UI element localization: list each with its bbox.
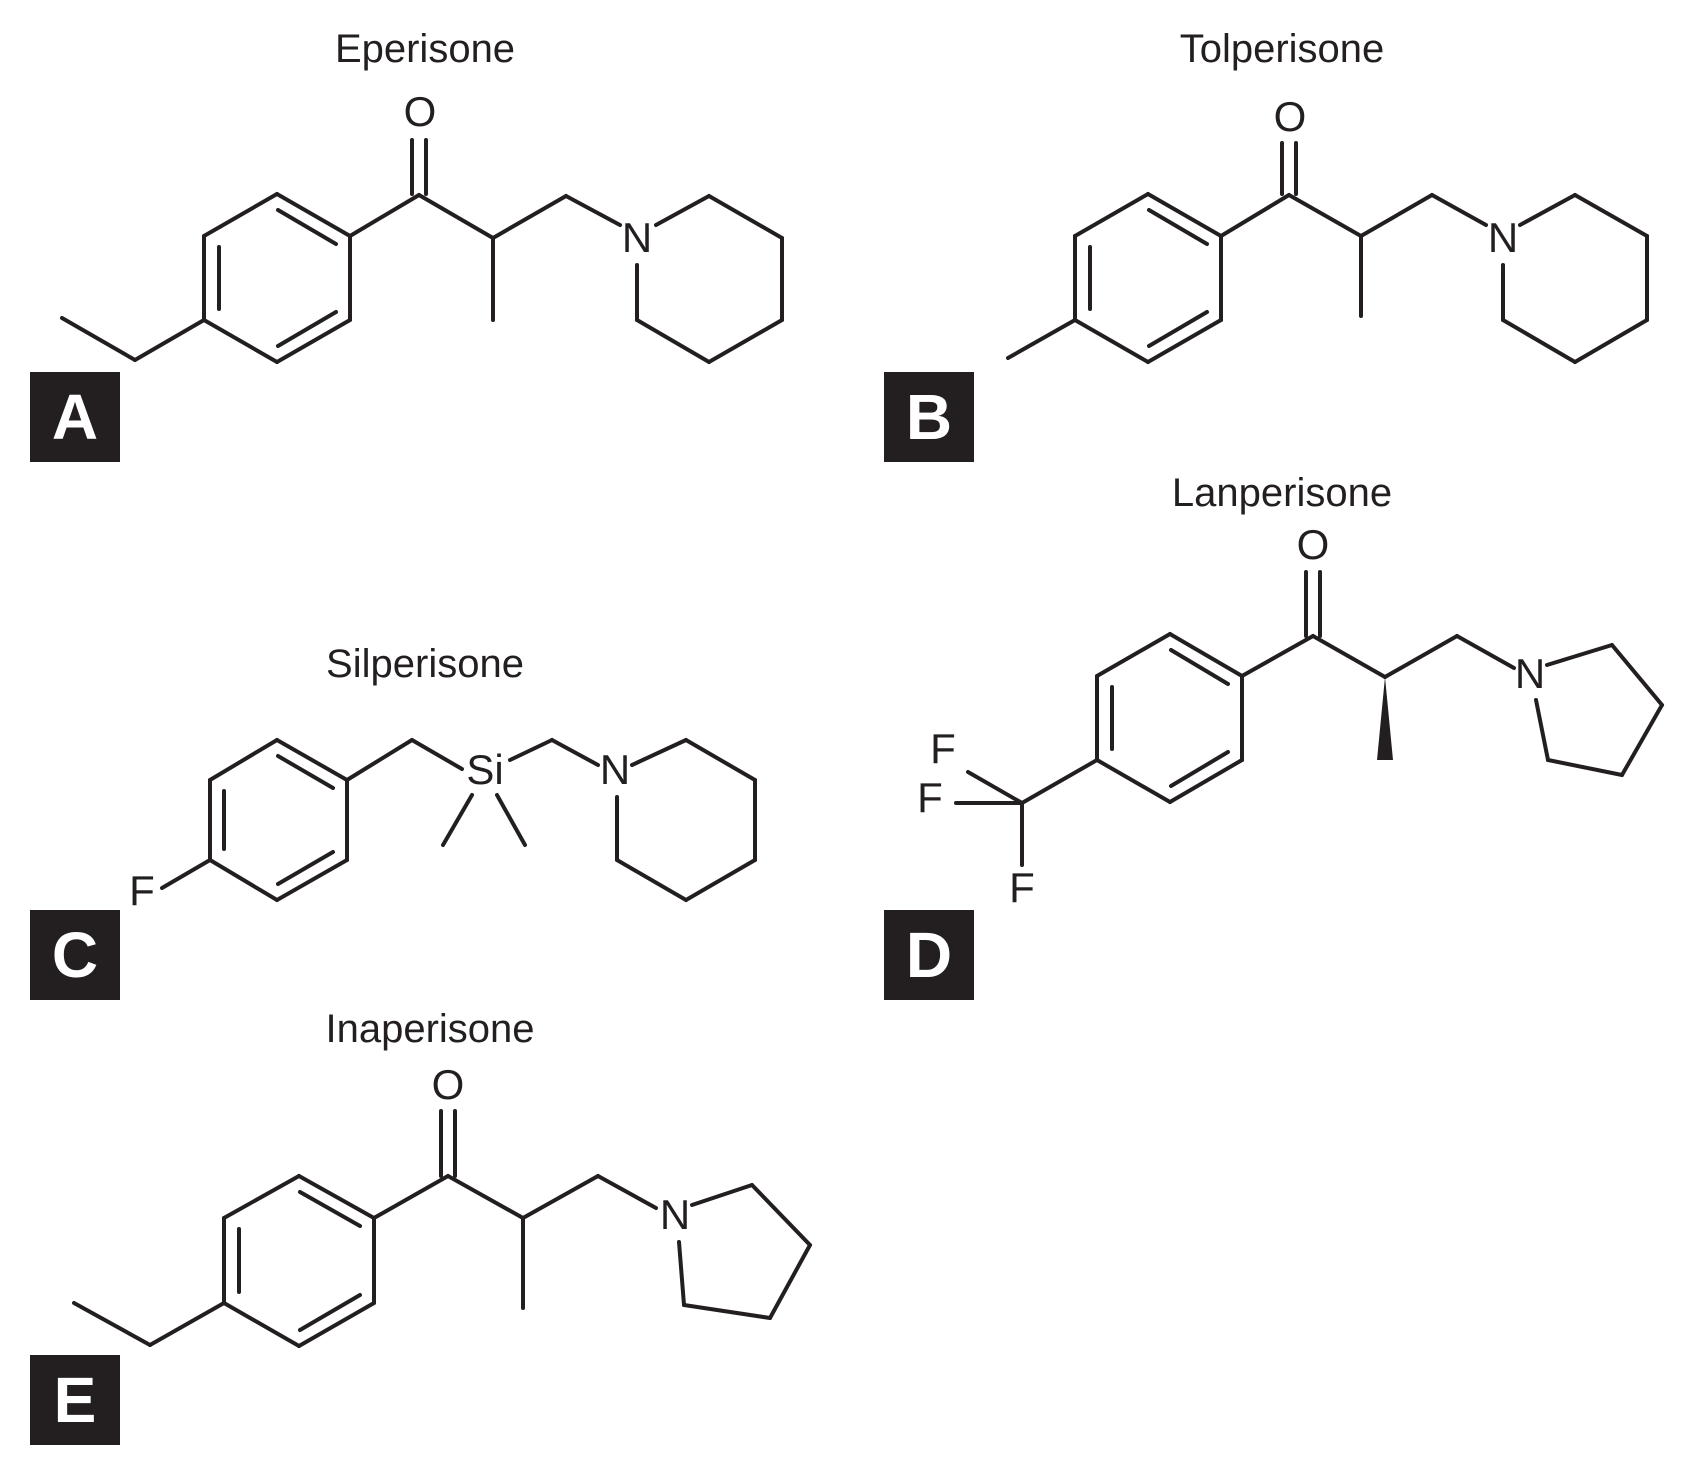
- panel-e-inaperisone: Inaperisone O N: [30, 1007, 812, 1445]
- bonds-silperisone: [160, 738, 757, 902]
- atom-oxygen: O: [1297, 521, 1330, 568]
- panel-c-silperisone: Silperisone Si N F: [30, 642, 757, 1000]
- bonds-tolperisone: [1006, 141, 1649, 364]
- atom-fluorine: F: [917, 774, 943, 821]
- atom-nitrogen: N: [1488, 214, 1518, 261]
- atom-nitrogen: N: [660, 1191, 690, 1238]
- panel-label-e-box: [30, 1355, 120, 1445]
- atom-oxygen: O: [432, 1061, 465, 1108]
- compound-name-silperisone: Silperisone: [326, 642, 524, 686]
- atom-fluorine: F: [1009, 864, 1035, 911]
- atom-nitrogen: N: [622, 214, 652, 261]
- atom-oxygen: O: [1274, 93, 1307, 140]
- atom-fluorine: F: [930, 725, 956, 772]
- compound-name-tolperisone: Tolperisone: [1180, 27, 1385, 71]
- panel-label-a-box: [30, 372, 120, 462]
- panel-label-e: E: [54, 1364, 97, 1436]
- atom-nitrogen: N: [600, 746, 630, 793]
- atom-silicon: Si: [466, 746, 503, 793]
- panel-label-d-box: [884, 910, 974, 1000]
- panel-label-c: C: [52, 919, 98, 991]
- compound-name-lanperisone: Lanperisone: [1172, 471, 1392, 515]
- bonds-inaperisone: [72, 1109, 812, 1348]
- bonds-eperisone: [60, 138, 784, 364]
- bonds-lanperisone: [954, 570, 1664, 867]
- panel-label-b: B: [906, 381, 952, 453]
- atom-oxygen: O: [404, 88, 437, 135]
- panel-label-d: D: [906, 919, 952, 991]
- panel-a-eperisone: Eperisone O N: [30, 27, 784, 462]
- panel-label-a: A: [52, 381, 98, 453]
- compound-name-inaperisone: Inaperisone: [325, 1007, 534, 1051]
- compound-name-eperisone: Eperisone: [335, 27, 515, 71]
- stereo-wedge-bond: [1377, 677, 1393, 760]
- panel-d-lanperisone: Lanperisone O N F F F: [884, 471, 1664, 1000]
- atom-fluorine: F: [129, 867, 155, 914]
- panel-label-c-box: [30, 910, 120, 1000]
- panel-label-b-box: [884, 372, 974, 462]
- panel-b-tolperisone: Tolperisone O N: [884, 27, 1649, 462]
- atom-nitrogen: N: [1515, 650, 1545, 697]
